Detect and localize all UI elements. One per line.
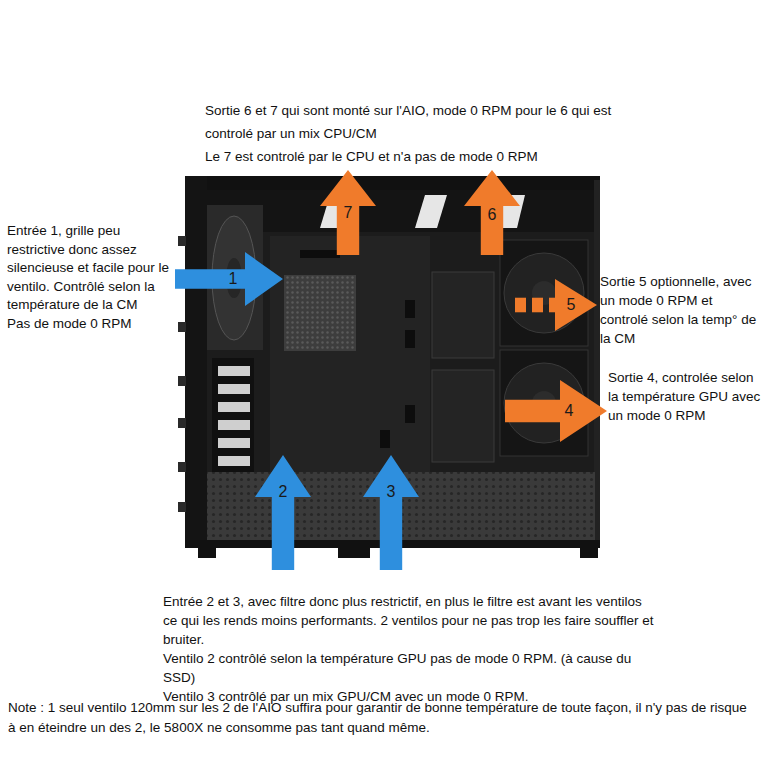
annotation-text: Pas de mode 0 RPM <box>7 315 173 334</box>
callout-number: 6 <box>488 206 497 224</box>
callout-number: 4 <box>565 402 574 420</box>
annotation-text: Entrée 1, grille peu restrictive donc as… <box>7 222 173 315</box>
fan-arrow: 2 <box>255 455 311 570</box>
annotation-text: Note : 1 seul ventilo 120mm sur les 2 de… <box>8 698 750 738</box>
annotation-text: Entrée 2 et 3, avec filtre donc plus res… <box>163 592 655 649</box>
annotation-text: Le 7 est controlé par le CPU et n'a pas … <box>205 145 637 168</box>
annotation-left: Entrée 1, grille peu restrictive donc as… <box>7 222 173 334</box>
callout-number: 3 <box>387 483 396 501</box>
annotation-right: Sortie 4, controlée selon la température… <box>608 368 764 425</box>
fan-arrow: 6 <box>464 170 520 255</box>
annotation-text: Sortie 5 optionnelle, avec un mode 0 RPM… <box>600 272 764 348</box>
annotation-text: Sortie 4, controlée selon la température… <box>608 368 764 425</box>
fan-arrow: 5 <box>515 279 597 331</box>
fan-arrow: 7 <box>320 170 376 255</box>
airflow-arrow <box>505 380 607 442</box>
airflow-arrow <box>363 455 419 570</box>
airflow-arrow <box>255 455 311 570</box>
annotation-top: Sortie 6 et 7 qui sont monté sur l'AIO, … <box>205 99 637 168</box>
annotation-text: Ventilo 2 contrôlé selon la température … <box>163 649 655 687</box>
annotation-text: Sortie 6 et 7 qui sont monté sur l'AIO, … <box>205 99 637 145</box>
annotation-bottom: Entrée 2 et 3, avec filtre donc plus res… <box>163 592 655 706</box>
fan-arrow: 1 <box>175 252 283 306</box>
callout-number: 2 <box>279 483 288 501</box>
callout-number: 5 <box>567 296 576 314</box>
fan-arrow: 3 <box>363 455 419 570</box>
fan-arrow: 4 <box>505 380 607 442</box>
annotation-right: Sortie 5 optionnelle, avec un mode 0 RPM… <box>600 272 764 348</box>
airflow-arrow <box>515 279 597 331</box>
callout-number: 7 <box>344 204 353 222</box>
callout-number: 1 <box>229 270 238 288</box>
note-text: Note : 1 seul ventilo 120mm sur les 2 de… <box>8 698 750 738</box>
